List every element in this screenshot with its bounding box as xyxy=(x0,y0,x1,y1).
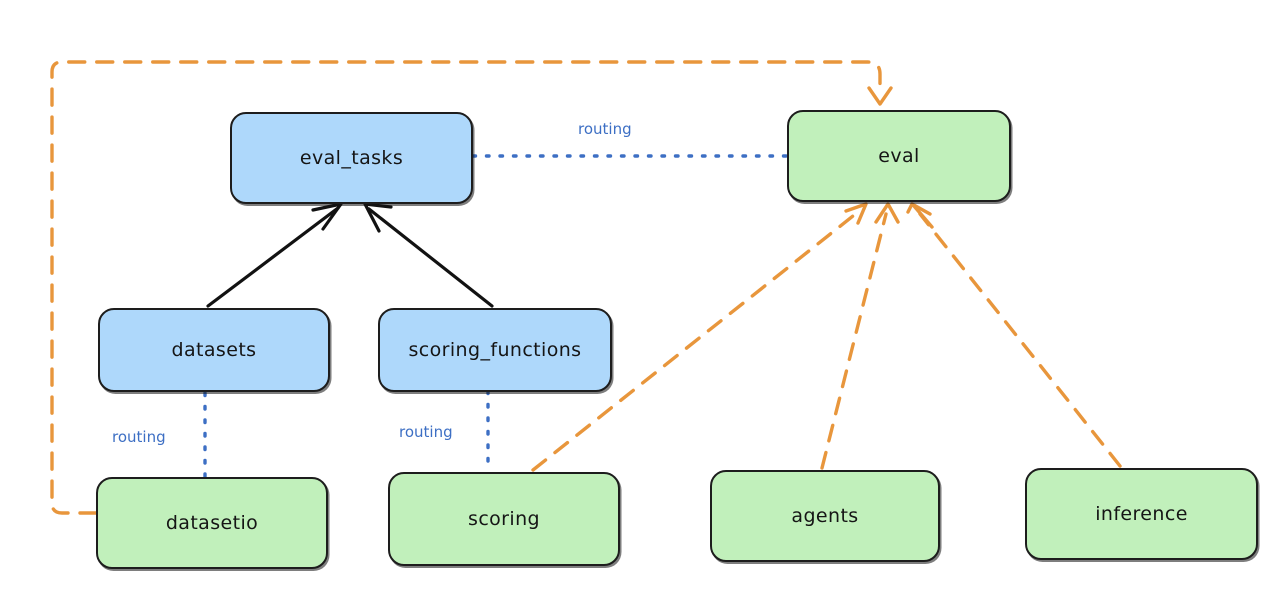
node-label-scoring_functions: scoring_functions xyxy=(408,339,582,361)
node-eval_tasks[interactable]: eval_tasks xyxy=(230,112,473,204)
node-scoring_functions[interactable]: scoring_functions xyxy=(378,308,612,392)
node-label-agents: agents xyxy=(791,505,859,527)
node-label-inference: inference xyxy=(1095,503,1188,525)
edge-inference-eval xyxy=(906,202,1122,468)
node-scoring[interactable]: scoring xyxy=(388,472,620,566)
edge-scoring-eval xyxy=(531,202,868,472)
node-label-eval_tasks: eval_tasks xyxy=(299,147,404,169)
node-agents[interactable]: agents xyxy=(710,470,940,562)
node-label-scoring: scoring xyxy=(468,508,540,530)
node-datasets[interactable]: datasets xyxy=(98,308,330,392)
edge-datasetio-eval xyxy=(50,60,893,515)
edge-label-routing-scoring_functions-scoring: routing xyxy=(399,423,453,441)
node-label-datasets: datasets xyxy=(171,339,257,361)
edge-agents-eval xyxy=(820,202,900,470)
node-label-datasetio: datasetio xyxy=(165,512,259,534)
node-label-eval: eval xyxy=(878,145,920,167)
edge-label-routing-datasets-datasetio: routing xyxy=(112,428,166,446)
edge-scoring_functions-eval_tasks xyxy=(363,202,494,308)
node-eval[interactable]: eval xyxy=(787,110,1011,202)
edge-datasets-eval_tasks xyxy=(206,202,343,308)
node-inference[interactable]: inference xyxy=(1025,468,1258,560)
edge-label-routing-eval_tasks-eval: routing xyxy=(578,120,632,138)
node-datasetio[interactable]: datasetio xyxy=(96,477,328,569)
